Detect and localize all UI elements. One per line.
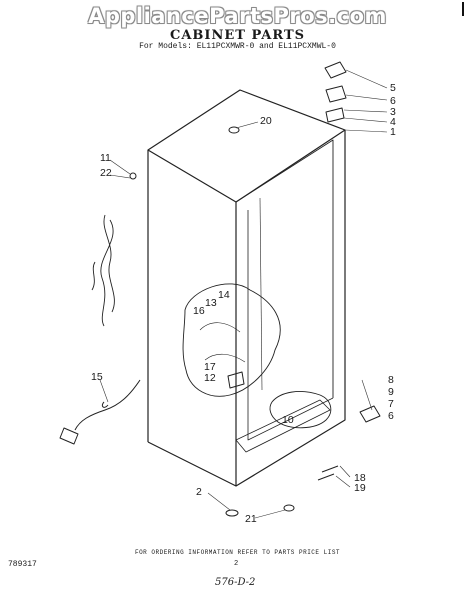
- watermark-logo: AppliancePartsPros.com: [88, 4, 387, 28]
- leader-22: [109, 174, 131, 179]
- page-title: CABINET PARTS: [169, 28, 306, 43]
- ordering-info-note: FOR ORDERING INFORMATION REFER TO PARTS …: [134, 549, 341, 556]
- callout-1: 1: [390, 126, 396, 138]
- cabinet-right-side: [235, 392, 346, 487]
- leader-5: [345, 69, 388, 89]
- inner-opening-top: [235, 139, 334, 398]
- leader-20: [235, 121, 259, 129]
- callout-14: 14: [218, 289, 230, 301]
- part-17: [227, 371, 245, 389]
- callout-4: 4: [390, 116, 396, 128]
- cabinet-top: [147, 89, 346, 203]
- hinge-cover: [324, 61, 347, 79]
- power-cord: [74, 379, 141, 431]
- toe-plate: [235, 399, 331, 453]
- hinge-top: [325, 85, 347, 103]
- cabinet-bottom-front: [147, 202, 237, 487]
- callout-2: 2: [196, 486, 202, 498]
- callout-15: 15: [91, 371, 103, 383]
- callout-3: 3: [390, 106, 396, 118]
- callout-19: 19: [354, 482, 366, 494]
- power-cord-plug: [59, 427, 79, 445]
- leader-15: [99, 379, 109, 403]
- leader-8: [361, 379, 373, 411]
- inner-liner-back: [259, 197, 263, 391]
- bottom-hinge: [359, 405, 381, 423]
- callout-18: 18: [354, 472, 366, 484]
- callout-10: 10: [282, 414, 294, 426]
- callout-17: 17: [204, 361, 216, 373]
- callout-21: 21: [245, 513, 257, 525]
- wire-harness: [91, 214, 115, 327]
- rear-cutaway-detail: [199, 322, 246, 363]
- leader-11: [109, 159, 131, 175]
- leader-6a: [345, 94, 388, 101]
- page-number: 2: [234, 560, 239, 568]
- callout-8: 8: [388, 374, 394, 386]
- callout-9: 9: [388, 386, 394, 398]
- leveling-leg-left: [225, 509, 239, 517]
- callout-20: 20: [260, 115, 272, 127]
- leveling-leg-right: [283, 504, 295, 512]
- callout-12: 12: [204, 372, 216, 384]
- grommet: [129, 172, 137, 180]
- leader-18: [339, 465, 351, 478]
- leader-4: [343, 117, 388, 123]
- callout-5: 5: [390, 82, 396, 94]
- inner-liner-left: [247, 210, 334, 441]
- callout-16: 16: [193, 305, 205, 317]
- screw-18-19: [317, 465, 339, 481]
- rear-cutaway-panel: [182, 283, 281, 397]
- leader-1: [344, 129, 388, 133]
- leader-3: [343, 109, 388, 113]
- handwritten-code: 576-D-2: [215, 577, 256, 588]
- callout-11: 11: [100, 152, 111, 164]
- corner-mark: [462, 2, 464, 16]
- callout-6b: 6: [388, 410, 394, 422]
- compressor-area: [269, 391, 332, 429]
- callout-13: 13: [205, 297, 217, 309]
- callout-6: 6: [390, 95, 396, 107]
- leader-19: [335, 475, 351, 488]
- callout-22: 22: [100, 167, 112, 179]
- callout-7: 7: [388, 398, 394, 410]
- top-plug: [228, 126, 240, 134]
- leader-2: [207, 492, 231, 511]
- model-subtitle: For Models: EL11PCXMWR-0 and EL11PCXMWL-…: [139, 42, 336, 51]
- hinge-bracket: [325, 107, 345, 123]
- leader-21: [254, 509, 286, 519]
- document-number: 789317: [8, 560, 37, 569]
